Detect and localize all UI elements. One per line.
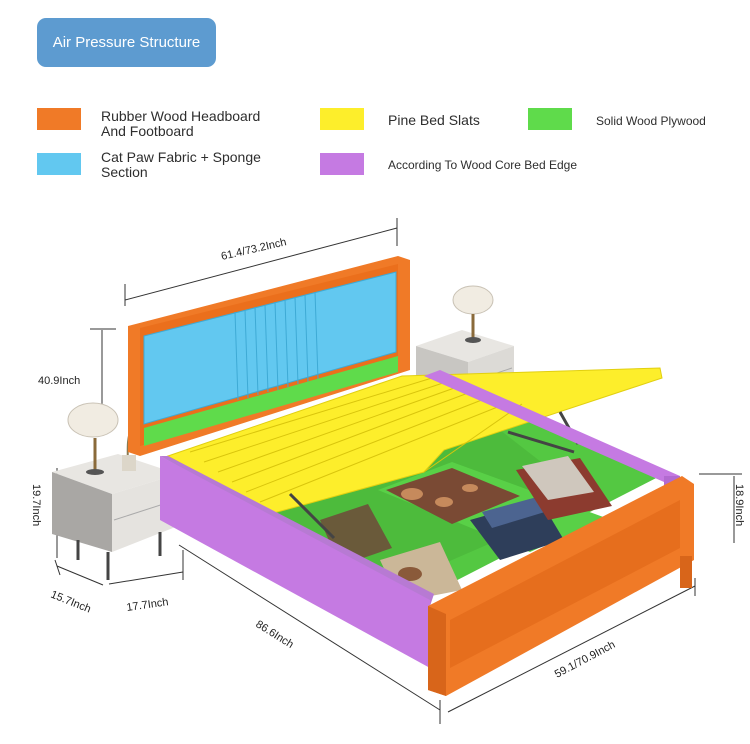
legend-swatch-slats: [320, 108, 364, 130]
legend-label-slats: Pine Bed Slats: [388, 112, 480, 128]
dim-bed-width: 59.1/70.9Inch: [553, 639, 618, 681]
dim-bed-length: 86.6Inch: [253, 618, 295, 651]
footboard: [428, 476, 694, 696]
legend-swatch-fabric: [37, 153, 81, 175]
dim-nightstand-height: 19.7Inch: [30, 484, 42, 526]
dim-headboard-height: 40.9Inch: [38, 375, 80, 387]
lamp-right: [452, 285, 494, 343]
bed-side-rails: [160, 370, 680, 668]
legend-swatch-bed-edge: [320, 153, 364, 175]
dim-nightstand-width: 17.7Inch: [126, 596, 169, 614]
legend-label-headboard: Rubber Wood Headboard And Footboard: [101, 108, 261, 139]
legend-swatch-headboard: [37, 108, 81, 130]
dim-footboard-height: 18.9Inch: [733, 484, 745, 526]
headboard: [128, 256, 410, 456]
dim-headboard-width: 61.4/73.2Inch: [220, 236, 288, 263]
dim-nightstand-depth: 15.7Inch: [49, 589, 93, 616]
legend-label-fabric: Cat Paw Fabric + Sponge Section: [101, 149, 261, 180]
legend-label-bed-edge: According To Wood Core Bed Edge: [388, 158, 578, 172]
legend-swatch-plywood: [528, 108, 572, 130]
structure-title-badge: Air Pressure Structure: [37, 18, 216, 67]
legend-label-plywood: Solid Wood Plywood: [596, 114, 706, 128]
nightstand-left: [52, 454, 178, 580]
